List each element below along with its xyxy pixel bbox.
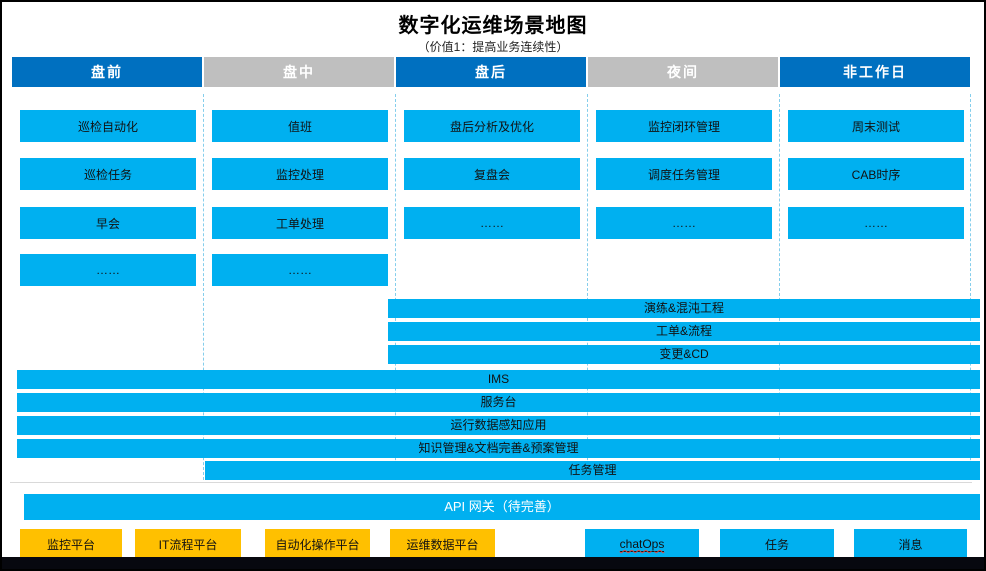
column-separator bbox=[203, 94, 204, 480]
scenario-item: 盘后分析及优化 bbox=[404, 110, 580, 142]
cross-bar-data-sensing: 运行数据感知应用 bbox=[17, 416, 980, 435]
scenario-item: 工单处理 bbox=[212, 207, 388, 239]
cross-bar-drill-chaos: 演练&混沌工程 bbox=[388, 299, 980, 318]
section-divider bbox=[10, 482, 972, 483]
page-subtitle: （价值1：提高业务连续性） bbox=[417, 40, 569, 54]
scenario-item: 值班 bbox=[212, 110, 388, 142]
column-header-pre-market: 盘前 bbox=[12, 57, 202, 87]
scenario-item: CAB时序 bbox=[788, 158, 964, 190]
cross-bar-service-desk: 服务台 bbox=[17, 393, 980, 412]
scenario-item: 周末测试 bbox=[788, 110, 964, 142]
footer-bar bbox=[2, 557, 984, 569]
scenario-item: 监控闭环管理 bbox=[596, 110, 772, 142]
platform-automation: 自动化操作平台 bbox=[265, 529, 370, 560]
scenario-item: …… bbox=[788, 207, 964, 239]
platform-monitoring: 监控平台 bbox=[20, 529, 122, 560]
column-separator bbox=[587, 94, 588, 480]
scenario-item: 调度任务管理 bbox=[596, 158, 772, 190]
cross-bar-ims: IMS bbox=[17, 370, 980, 389]
scenario-item: 复盘会 bbox=[404, 158, 580, 190]
scenario-item: …… bbox=[20, 254, 196, 286]
scenario-item: …… bbox=[596, 207, 772, 239]
column-separator bbox=[970, 94, 971, 480]
channel-task: 任务 bbox=[720, 529, 834, 560]
channel-message: 消息 bbox=[854, 529, 967, 560]
page-title: 数字化运维场景地图 bbox=[398, 15, 588, 37]
column-header-in-market: 盘中 bbox=[204, 57, 394, 87]
channel-chatops: chatOps bbox=[585, 529, 699, 560]
scenario-item: …… bbox=[212, 254, 388, 286]
cross-bar-knowledge-mgmt: 知识管理&文档完善&预案管理 bbox=[17, 439, 980, 458]
scenario-item: …… bbox=[404, 207, 580, 239]
cross-bar-task-mgmt: 任务管理 bbox=[205, 461, 980, 480]
channel-chatops-label: chatOps bbox=[619, 537, 665, 552]
platform-ops-data: 运维数据平台 bbox=[390, 529, 495, 560]
column-separator bbox=[395, 94, 396, 480]
platform-it-process: IT流程平台 bbox=[135, 529, 241, 560]
column-header-post-market: 盘后 bbox=[396, 57, 586, 87]
cross-bar-change-cd: 变更&CD bbox=[388, 345, 980, 364]
column-separator bbox=[779, 94, 780, 480]
column-header-night: 夜间 bbox=[588, 57, 778, 87]
scenario-item: 巡检自动化 bbox=[20, 110, 196, 142]
cross-bar-ticket-flow: 工单&流程 bbox=[388, 322, 980, 341]
scenario-item: 监控处理 bbox=[212, 158, 388, 190]
scenario-item: 巡检任务 bbox=[20, 158, 196, 190]
api-gateway-bar: API 网关（待完善） bbox=[24, 494, 980, 520]
column-header-non-workday: 非工作日 bbox=[780, 57, 970, 87]
scenario-item: 早会 bbox=[20, 207, 196, 239]
